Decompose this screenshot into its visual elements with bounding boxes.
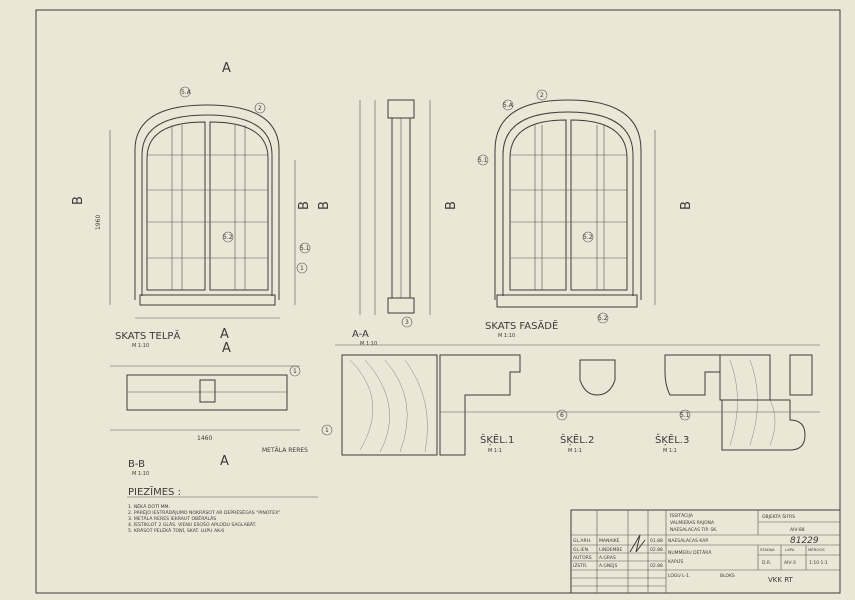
drawing-sub: LOGU L-1.: [668, 573, 690, 579]
cut-mark-a-bb: A: [222, 341, 231, 356]
block-label: BLOKS: [720, 573, 735, 579]
stage-value: D.R.: [762, 560, 771, 566]
role: AUTORS: [573, 555, 592, 561]
dim-1960: 1960: [95, 215, 102, 230]
sheet-value: AIV-3: [784, 560, 796, 566]
project-line: NAESALACAS TIP. SK.: [670, 527, 718, 533]
callout-5-1-facade: 5.1: [478, 157, 488, 164]
cut-mark-b-facade-right: B: [679, 201, 694, 210]
callout-5a-facade: 5.A: [503, 102, 514, 109]
name: MANAIKE: [599, 538, 620, 544]
detail1-scale: M 1:1: [488, 448, 502, 454]
note-item: 3. METĀLA RERES IEKRAUT OBĒRĀLĀS: [128, 515, 216, 522]
name: A.GNEJS: [599, 563, 617, 569]
callout-1: 1: [300, 265, 304, 272]
callout-3: 3: [405, 319, 409, 326]
section-aa-drawing: [359, 99, 431, 315]
callout-5-2-bottom: 5.2: [598, 315, 608, 322]
callout-2: 2: [258, 105, 262, 112]
notes-title: PIEZĪMES :: [128, 485, 181, 498]
detail3-scale: M 1:1: [663, 448, 677, 454]
title-block: ĪSSITĀCIJA VALMIERAS RAJONA NAESALACAS T…: [570, 509, 841, 594]
role: GL.IEN.: [573, 547, 589, 553]
note-item: 1. NĒKĀ DOTĪ MM.: [128, 503, 170, 510]
cut-marks: A A A A B B B B B: [71, 61, 694, 469]
callout-5-1-detail: 5.1: [680, 412, 690, 419]
callout-1-bb: 1: [293, 368, 297, 375]
detail-sections: [335, 344, 820, 456]
cut-mark-a-bb-bottom: A: [220, 454, 229, 469]
sheet-title: NAESALACAS KAP.: [668, 538, 709, 544]
cut-mark-b-facade-left: B: [444, 201, 459, 210]
dim-1460: 1460: [197, 435, 212, 442]
name: A.GRAS: [599, 555, 616, 561]
detail3-title: ŠĶĒL.3: [655, 433, 689, 446]
interior-view-title: SKATS TELPĀ: [115, 329, 180, 342]
date: 02.88: [650, 547, 663, 553]
callout-5-1: 5.1: [300, 245, 310, 252]
callout-6: 6: [560, 412, 564, 419]
role: IZSTR.: [573, 563, 587, 569]
drawing-number: 81229: [790, 536, 819, 546]
cut-mark-b-left: B: [71, 196, 86, 205]
callout-2-facade: 2: [540, 92, 544, 99]
organization: VKK RT: [768, 576, 794, 584]
project-line: VALMIERAS RAJONA: [670, 520, 715, 526]
interior-window-elevation: [109, 104, 296, 319]
view-titles: SKATS TELPĀ M 1:10 A-A M 1:10 SKATS FASĀ…: [115, 319, 689, 477]
callout-5a: 5.A: [181, 89, 192, 96]
metal-bars-label: METĀLA RERES: [262, 447, 308, 454]
detail1-title: ŠĶĒL.1: [480, 433, 514, 446]
note-item: 2. PĀRĒJO IESTRĀDĀJUMO NOKRĀSOT AR DEPRĒ…: [128, 509, 280, 516]
sheet-frame: [35, 9, 841, 594]
code-value: AIV-88: [790, 527, 805, 533]
interior-view-scale: M 1:10: [132, 343, 149, 349]
section-bb-scale: M 1:10: [132, 471, 149, 477]
facade-view-scale: M 1:10: [498, 333, 515, 339]
section-bb-title: B-B: [128, 459, 145, 470]
name: LINDEMBE: [599, 547, 622, 553]
section-aa-title: A-A: [352, 329, 369, 340]
drawing-title: NUMMERU DĒTĀRĀ: [668, 549, 712, 556]
callouts: 5.A 2 5.2 5.1 1 3 2 5.A 5.1 5.2 5.2 6 5.…: [95, 86, 691, 454]
stage-label: STADIJA: [760, 547, 775, 552]
scale-label: MĒROGS: [808, 547, 825, 552]
callout-5-2: 5.2: [223, 234, 233, 241]
section-aa-scale: M 1:10: [360, 341, 377, 347]
date: 02.88: [650, 563, 663, 569]
callout-1-detail: 1: [325, 427, 329, 434]
code-label: OBJEKTA ŠIFRS: [762, 513, 795, 520]
detail2-scale: M 1:1: [568, 448, 582, 454]
scale-value: 1:10 1:1: [809, 560, 828, 566]
cut-mark-b-aa: B: [317, 201, 332, 210]
notes: PIEZĪMES : 1. NĒKĀ DOTĪ MM. 2. PĀRĒJO IE…: [127, 485, 318, 534]
section-bb-drawing: [110, 365, 300, 431]
detail2-title: ŠĶĒL.2: [560, 433, 594, 446]
note-item: 4. ĪESTIKLOT 2 GLĀS. VIENU ESOŠO APLODU …: [128, 521, 256, 528]
note-item: 5. KRĀSOT PELĒKĀ TOŅĪ, SKAT. LUPU AK-6: [128, 527, 224, 534]
cut-mark-b-right: B: [297, 201, 312, 210]
signature: [629, 534, 646, 553]
date: 01.88: [650, 538, 663, 544]
sheet-label: LAPA: [785, 547, 795, 552]
role: GL.ARH.: [573, 538, 591, 544]
cut-mark-a-bottom: A: [220, 327, 229, 342]
facade-window-elevation: [494, 99, 656, 308]
callout-5-2-facade: 5.2: [583, 234, 593, 241]
facade-view-title: SKATS FASĀDĒ: [485, 319, 558, 332]
cut-mark-a-top: A: [222, 61, 231, 76]
project-line: ĪSSITĀCIJA: [670, 512, 694, 519]
drawing-title: KAPLĪS: [668, 558, 683, 565]
